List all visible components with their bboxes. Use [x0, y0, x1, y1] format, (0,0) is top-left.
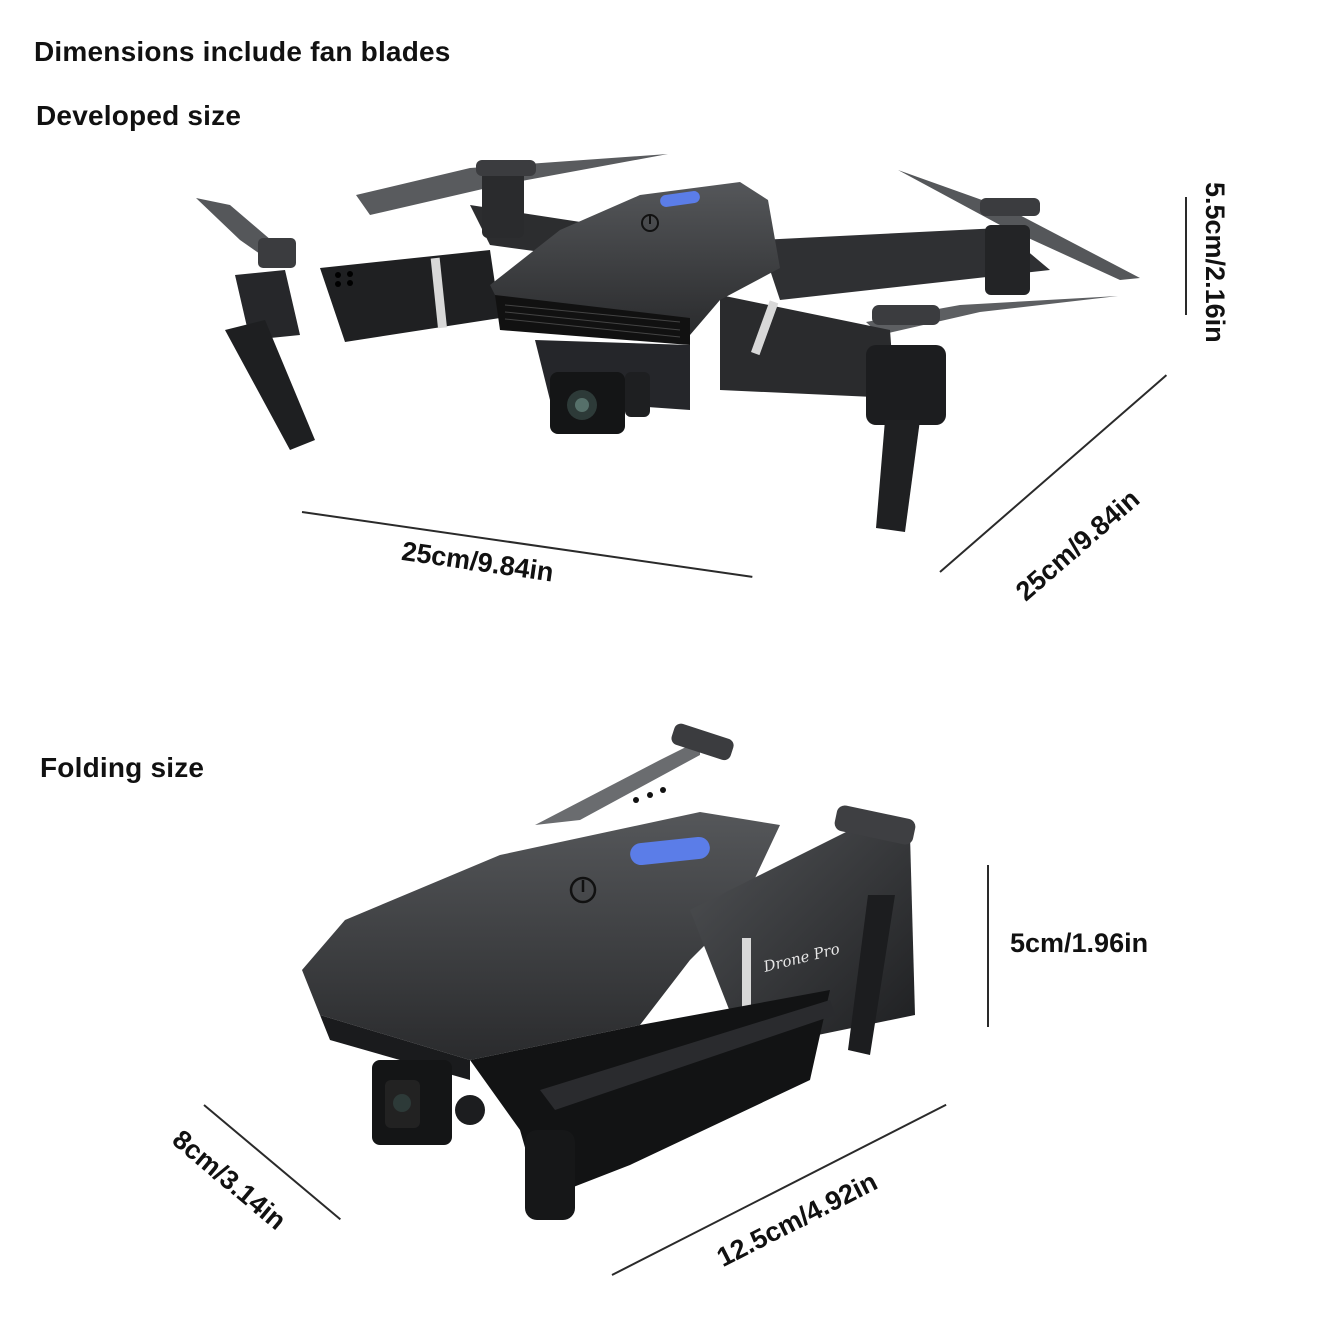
- folding-height-line: [987, 865, 989, 1027]
- developed-height-line: [1185, 197, 1187, 315]
- folding-height-label: 5cm/1.96in: [1010, 928, 1149, 958]
- developed-height-label: 5.5cm/2.16in: [1200, 182, 1230, 343]
- page-title: Dimensions include fan blades: [34, 36, 451, 67]
- developed-size-heading: Developed size: [36, 100, 242, 131]
- folding-size-heading: Folding size: [40, 752, 205, 783]
